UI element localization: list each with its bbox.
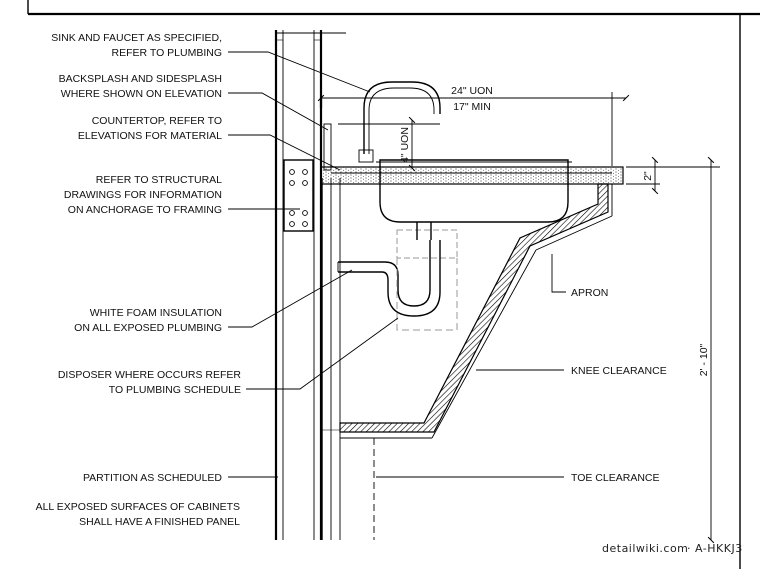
footer-code: A-HKKJ3	[695, 542, 743, 555]
note-knee-clearance: KNEE CLEARANCE	[571, 365, 667, 377]
right-notes: APRON KNEE CLEARANCE TOE CLEARANCE	[376, 254, 667, 484]
depth-dimension: 24" UON 17" MIN	[317, 85, 630, 166]
note-structural-line1: REFER TO STRUCTURAL	[96, 174, 222, 186]
note-countertop-line1: COUNTERTOP, REFER TO	[92, 115, 222, 127]
counter-thickness-label: 2"	[642, 171, 654, 181]
note-partition: PARTITION AS SCHEDULED	[83, 472, 222, 484]
note-sink-faucet-line1: SINK AND FAUCET AS SPECIFIED,	[51, 32, 222, 44]
sink-bowl	[376, 159, 572, 223]
note-backsplash-line2: WHERE SHOWN ON ELEVATION	[61, 88, 222, 100]
partition-wall	[274, 30, 346, 540]
note-finished-panel-line1: ALL EXPOSED SURFACES OF CABINETS	[36, 501, 240, 513]
cabinet-panels	[321, 123, 341, 540]
faucet-height-label: 4" UON	[399, 127, 411, 163]
note-structural-line3: ON ANCHORAGE TO FRAMING	[68, 204, 222, 216]
note-disposer-line2: TO PLUMBING SCHEDULE	[109, 384, 241, 396]
disposer	[396, 258, 458, 331]
sheet-border	[27, 0, 760, 569]
depth-max-label: 24" UON	[451, 85, 493, 97]
height-dimension: 2' - 10"	[660, 156, 720, 544]
note-insulation-line2: ON ALL EXPOSED PLUMBING	[74, 322, 222, 334]
footer-source: detailwiki.com	[602, 542, 688, 555]
note-insulation-line1: WHITE FOAM INSULATION	[90, 307, 222, 319]
note-toe-clearance: TOE CLEARANCE	[571, 472, 660, 484]
note-structural-line2: DRAWINGS FOR INFORMATION	[64, 189, 222, 201]
note-apron: APRON	[571, 287, 608, 299]
depth-min-label: 17" MIN	[453, 101, 491, 113]
footer-separator: ·	[687, 542, 691, 555]
left-leaders	[228, 51, 399, 478]
counter-thickness-dimension: 2"	[626, 156, 660, 195]
note-countertop-line2: ELEVATIONS FOR MATERIAL	[78, 130, 222, 142]
left-notes: SINK AND FAUCET AS SPECIFIED, REFER TO P…	[36, 32, 242, 528]
countertop	[320, 166, 624, 185]
footer-watermark: detailwiki.com · A-HKKJ3	[602, 542, 743, 555]
note-backsplash-line1: BACKSPLASH AND SIDESPLASH	[59, 73, 222, 85]
faucet-height-dimension: 4" UON	[399, 116, 416, 172]
anchorage-blocking	[283, 159, 314, 232]
drain-p-trap	[337, 222, 458, 317]
note-disposer-line1: DISPOSER WHERE OCCURS REFER	[58, 369, 242, 381]
note-sink-faucet-line2: REFER TO PLUMBING	[112, 47, 222, 59]
height-label: 2' - 10"	[698, 343, 710, 376]
apron-knee-panel	[339, 183, 613, 439]
note-finished-panel-line2: SHALL HAVE A FINISHED PANEL	[79, 516, 240, 528]
